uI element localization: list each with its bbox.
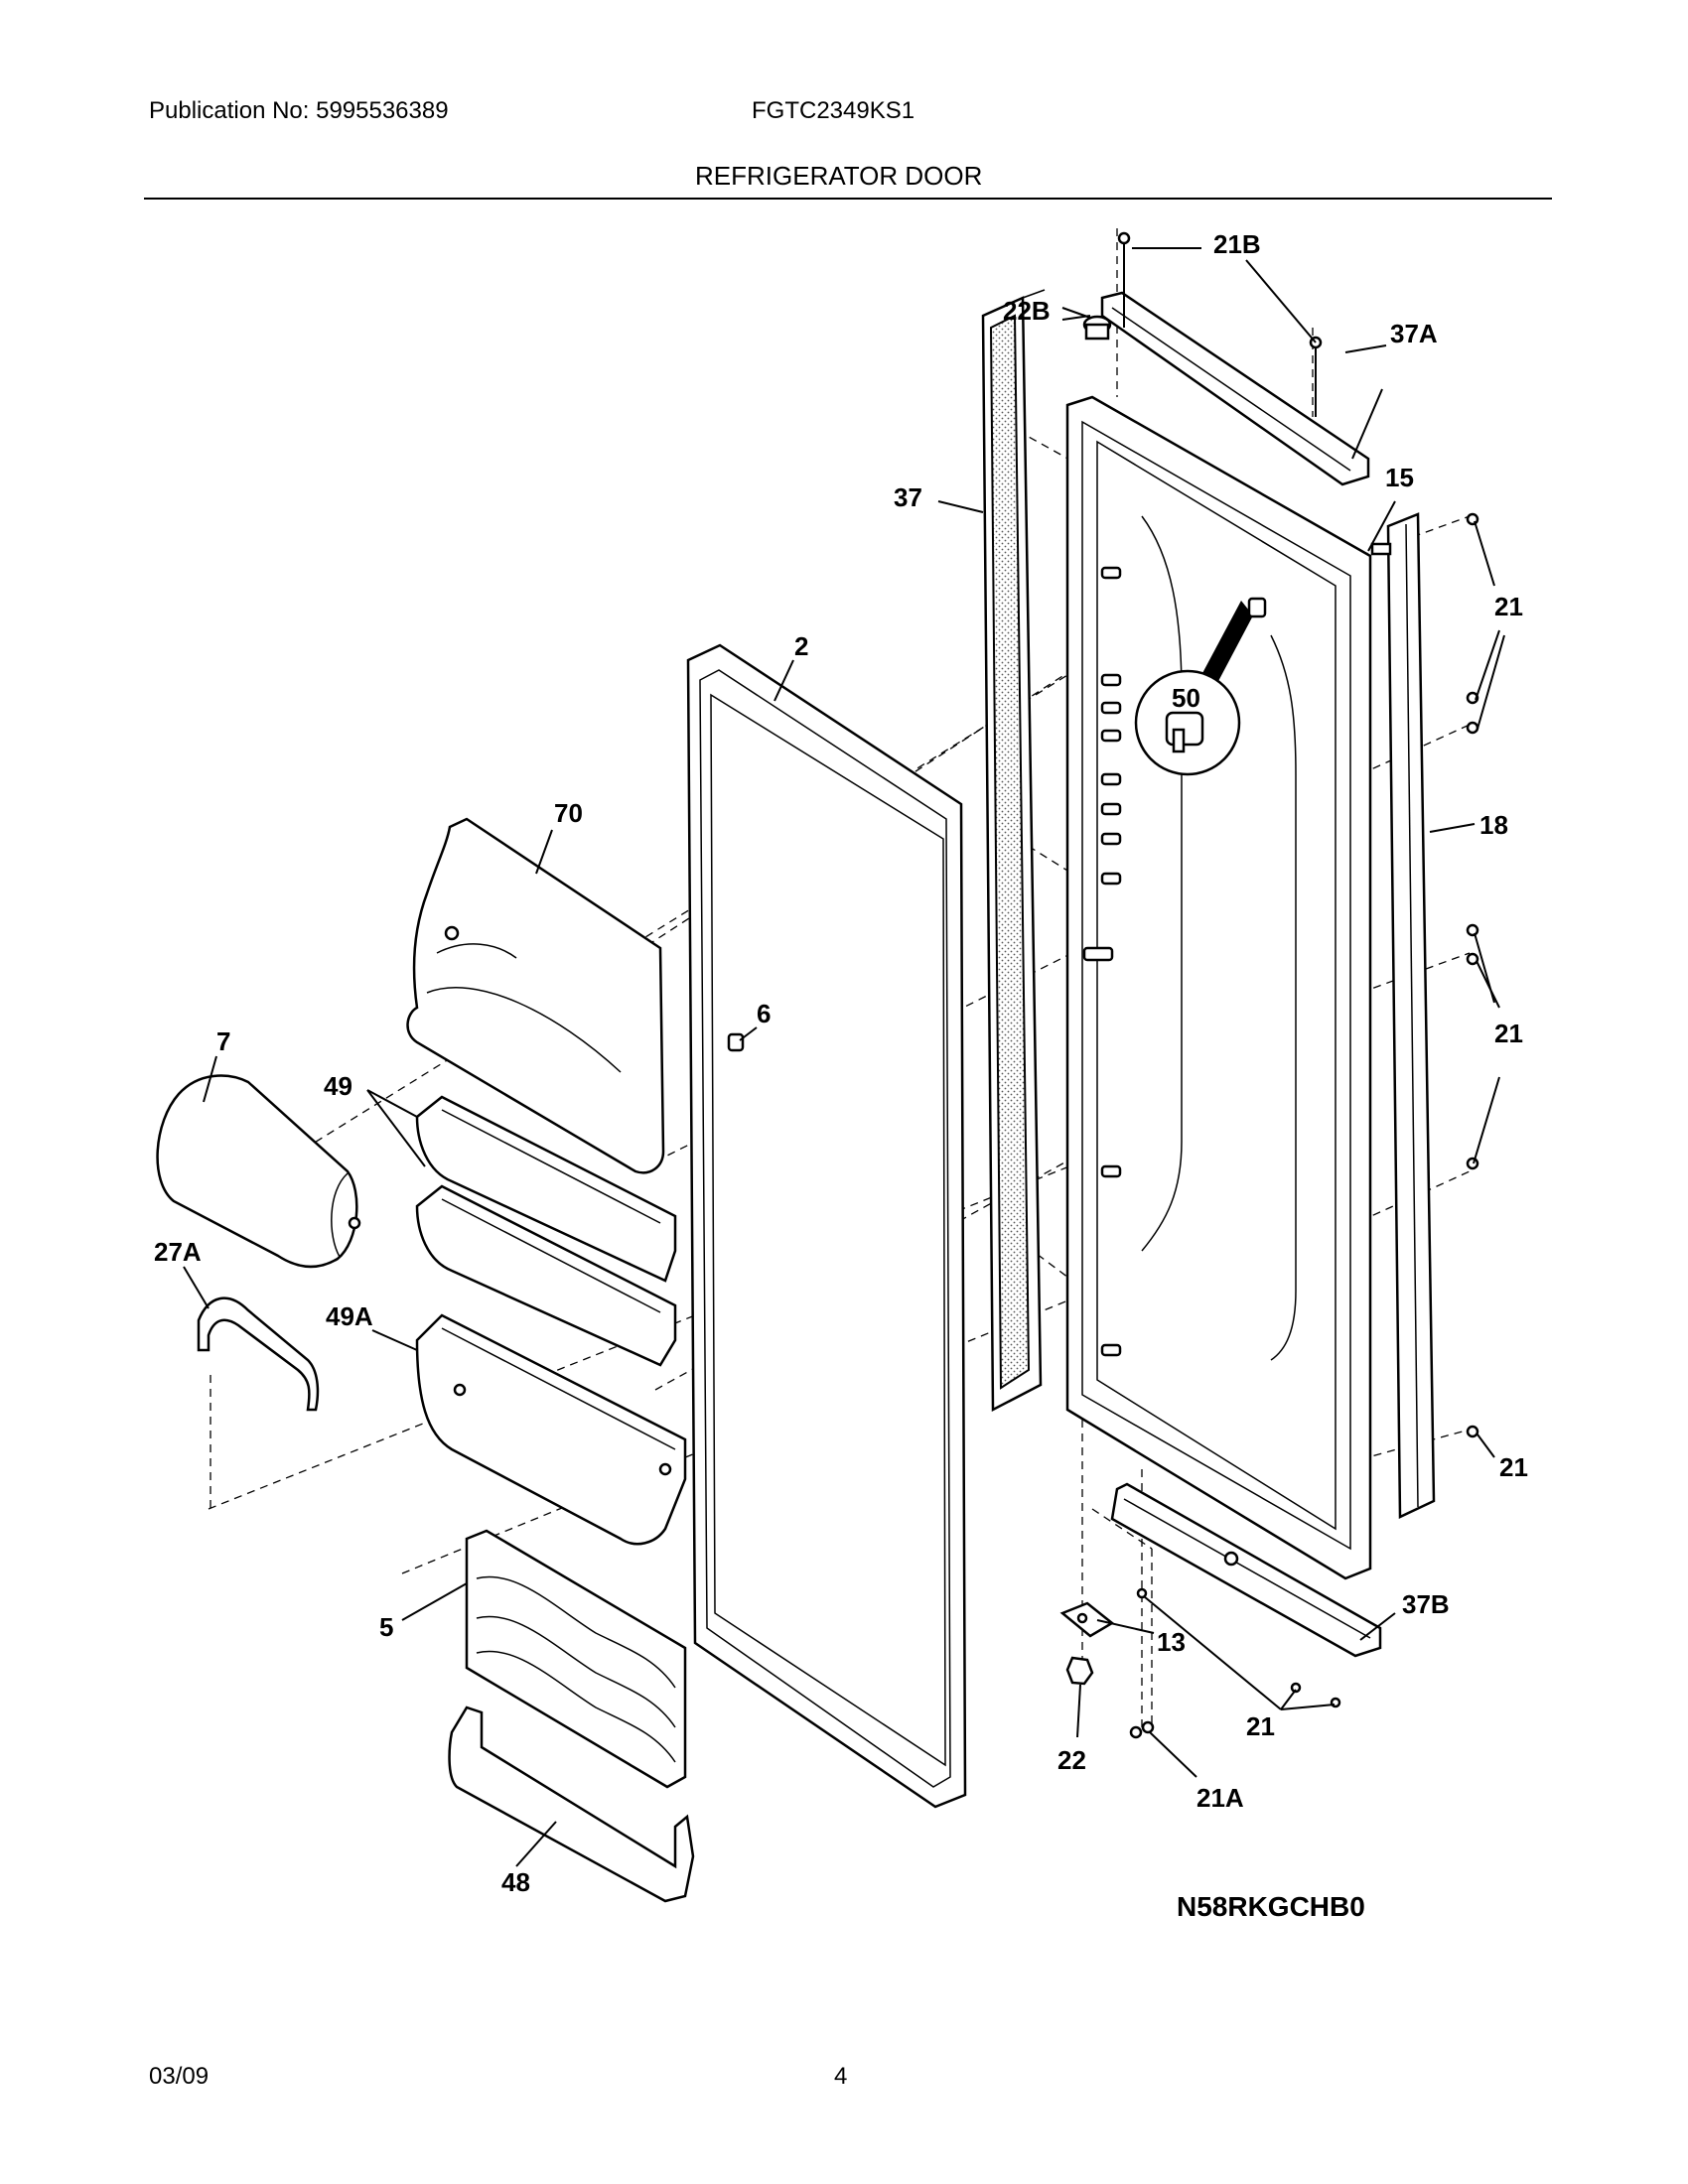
- callout-6: 6: [757, 999, 771, 1028]
- callout-21B: 21B: [1213, 229, 1261, 259]
- top-trim-37A: [1100, 291, 1370, 486]
- callout-21-lower: 21: [1499, 1452, 1528, 1482]
- door-bins-49: [415, 1095, 677, 1367]
- callout-70: 70: [554, 798, 583, 828]
- bottom-trim-37B: [1110, 1482, 1382, 1658]
- callout-21A: 21A: [1196, 1783, 1244, 1813]
- callout-7: 7: [216, 1026, 230, 1056]
- drawing-code: N58RKGCHB0: [1177, 1891, 1365, 1922]
- door-bin-48: [448, 1706, 695, 1903]
- callout-15: 15: [1385, 463, 1414, 492]
- section-title: REFRIGERATOR DOOR: [695, 161, 983, 191]
- callout-37: 37: [894, 482, 922, 512]
- hinge-13: [1059, 1601, 1115, 1638]
- door-liner-15: [1065, 395, 1372, 1580]
- callout-37B: 37B: [1402, 1589, 1450, 1619]
- handle-27A: [197, 1297, 320, 1412]
- screws-21A: [1129, 1720, 1155, 1739]
- callout-21-middle: 21: [1494, 1019, 1523, 1048]
- publication-number: Publication No: 5995536389: [149, 97, 449, 124]
- callout-21-bottom: 21: [1246, 1711, 1275, 1741]
- callout-48: 48: [501, 1867, 530, 1897]
- plug-22B-body: [1084, 323, 1110, 341]
- can-rack-5: [465, 1529, 687, 1789]
- callout-13: 13: [1157, 1627, 1186, 1657]
- footer-date: 03/09: [149, 2063, 210, 2090]
- model-number: FGTC2349KS1: [752, 97, 915, 124]
- callout-2: 2: [794, 631, 808, 661]
- callout-5: 5: [379, 1612, 393, 1642]
- clip-detail-50: [1134, 597, 1267, 776]
- clip-6: [727, 1032, 745, 1052]
- callout-labels: 21B 22B 37A 37 15 21 2 50 18 70 21 7 6 4…: [154, 229, 1528, 1897]
- dairy-cover-7: [156, 1074, 361, 1269]
- dairy-bin-70: [406, 817, 665, 1174]
- side-rail-18: [1370, 512, 1436, 1519]
- callout-50: 50: [1172, 683, 1200, 713]
- callout-18: 18: [1479, 810, 1508, 840]
- door-bin-49A: [415, 1313, 687, 1546]
- callout-49A: 49A: [326, 1301, 373, 1331]
- callout-37A: 37A: [1390, 319, 1438, 348]
- shelf-studs: [1082, 566, 1122, 1357]
- page-number: 4: [834, 2063, 848, 2090]
- callout-22: 22: [1057, 1745, 1086, 1775]
- side-screws-21: [1466, 512, 1479, 1438]
- door-gasket-2: [686, 643, 967, 1809]
- breaker-strip-37: [981, 289, 1046, 1413]
- nut-22: [1065, 1656, 1094, 1686]
- callout-22B: 22B: [1003, 296, 1051, 326]
- callout-21-upper: 21: [1494, 592, 1523, 621]
- callout-27A: 27A: [154, 1237, 202, 1267]
- header-rule: [144, 198, 1552, 200]
- callout-49: 49: [324, 1071, 352, 1101]
- leader-lines: [183, 247, 1505, 1867]
- screws-21B: [1117, 231, 1323, 417]
- screws-21-bottom: [1136, 1587, 1341, 1708]
